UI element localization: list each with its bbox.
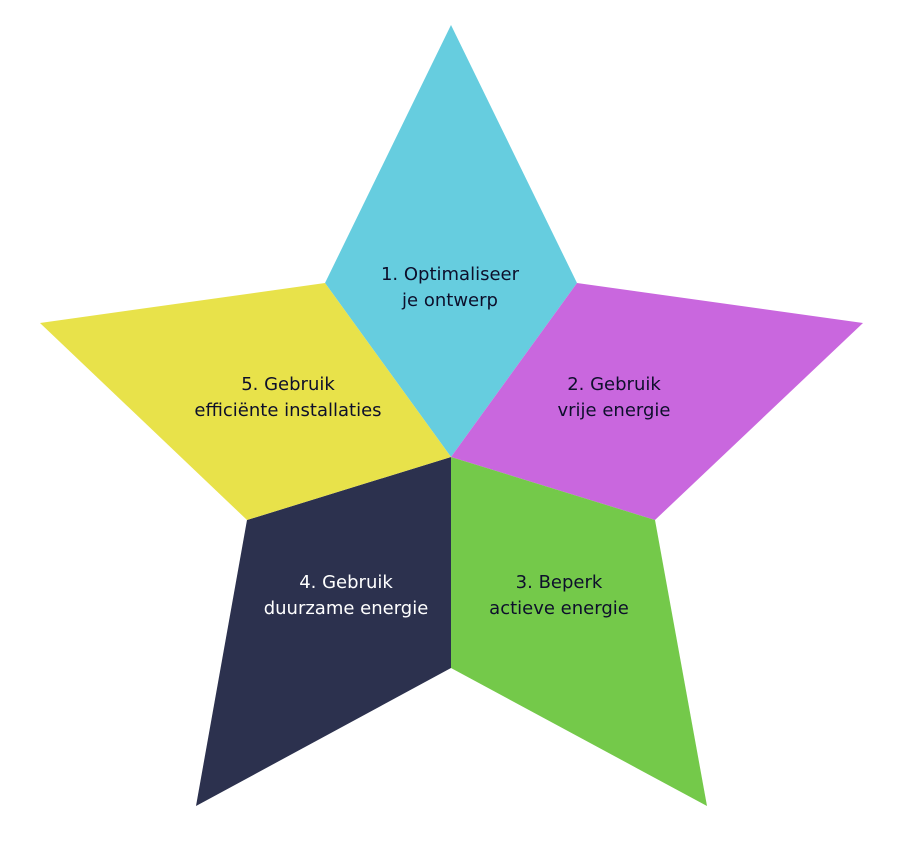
segment-3-beperk-shape — [451, 457, 707, 806]
segment-1-label: 1. Optimaliseer je ontwerp — [381, 262, 519, 314]
segment-2-label: 2. Gebruik vrije energie — [558, 372, 671, 424]
segment-3-label: 3. Beperk actieve energie — [489, 570, 629, 622]
segment-5-label: 5. Gebruik efficiënte installaties — [194, 372, 381, 424]
segment-2-vrije-energie-shape — [451, 283, 863, 520]
segment-4-duurzame-energie-shape — [196, 457, 451, 806]
segment-4-label-line1: 4. Gebruik — [299, 572, 393, 593]
segment-2-label-line2: vrije energie — [557, 400, 671, 421]
segment-1-optimaliseer-shape — [325, 25, 577, 457]
segment-1-label-line2: je ontwerp — [402, 290, 498, 311]
segment-5-efficiente-installaties-shape — [40, 283, 451, 520]
segment-3-label-line1: 3. Beperk — [515, 572, 603, 593]
segment-3-label-line2: actieve energie — [489, 598, 629, 619]
segment-4-label: 4. Gebruik duurzame energie — [264, 570, 429, 622]
segment-5-label-line2: efficiënte installaties — [194, 400, 382, 421]
segment-4-label-line2: duurzame energie — [263, 598, 429, 619]
segment-1-label-line1: 1. Optimaliseer — [380, 264, 520, 285]
segment-5-label-line1: 5. Gebruik — [241, 374, 335, 395]
segment-2-label-line1: 2. Gebruik — [567, 374, 661, 395]
